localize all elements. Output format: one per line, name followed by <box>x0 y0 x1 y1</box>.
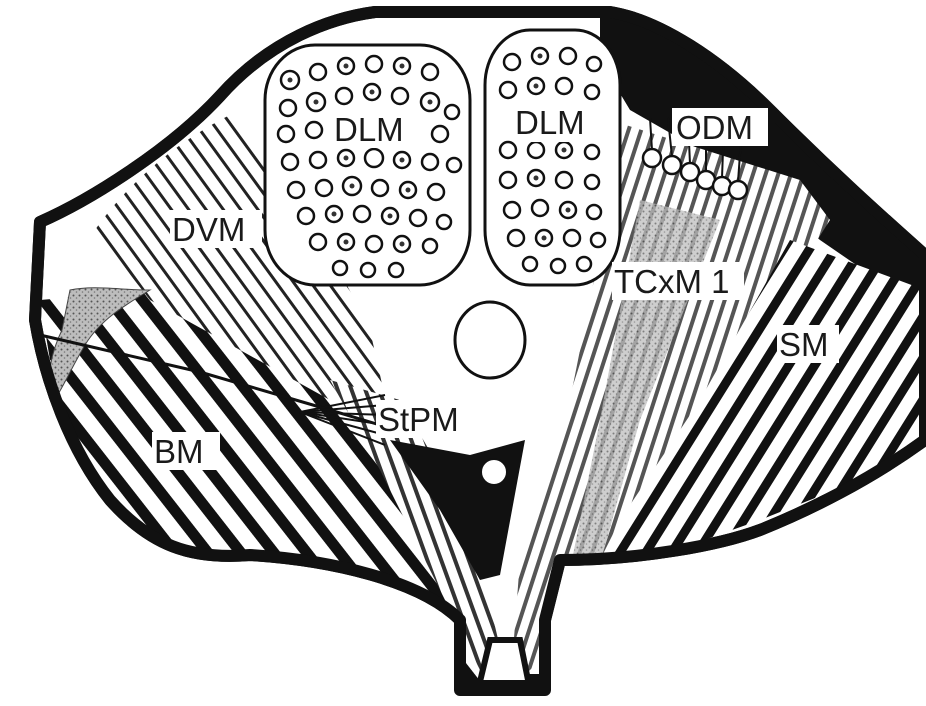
label-tcxm1-text: TCxM 1 <box>614 263 730 300</box>
label-sm: SM <box>777 325 839 363</box>
label-odm-text: ODM <box>676 109 753 146</box>
label-dlm-left-text: DLM <box>334 111 404 148</box>
label-dlm-left: DLM <box>332 110 416 148</box>
nerve-cord <box>455 302 525 378</box>
label-bm: BM <box>152 432 220 470</box>
label-stpm: StPM <box>376 400 472 438</box>
label-odm: ODM <box>672 108 768 146</box>
label-dvm-text: DVM <box>172 211 245 248</box>
label-dlm-right-text: DLM <box>515 104 585 141</box>
label-stpm-text: StPM <box>378 401 459 438</box>
label-tcxm1: TCxM 1 <box>612 262 744 300</box>
dlm-left-bundle <box>265 45 470 285</box>
label-bm-text: BM <box>154 433 204 470</box>
small-vessel <box>481 459 507 485</box>
label-dvm: DVM <box>170 210 262 248</box>
label-sm-text: SM <box>779 326 829 363</box>
dlm-right-bundle <box>485 30 620 285</box>
label-dlm-right: DLM <box>513 104 597 142</box>
